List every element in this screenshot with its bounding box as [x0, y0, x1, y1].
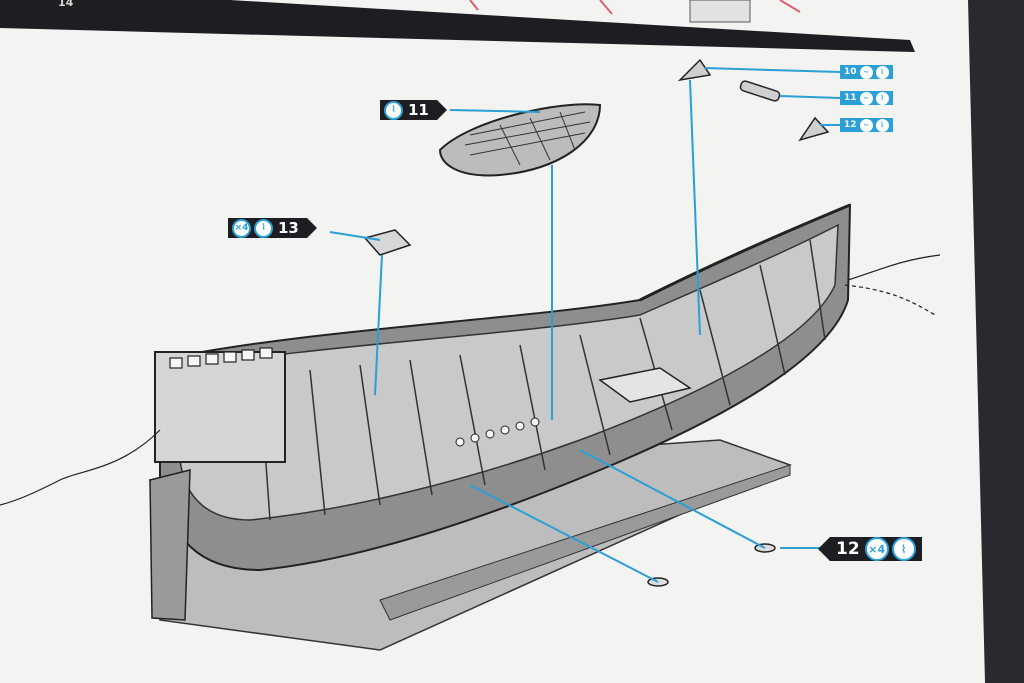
leader-lines [329, 67, 841, 583]
small-callout-11: 11 ~ ⌇ [840, 91, 893, 105]
callout-part-number: 11 [408, 101, 429, 119]
ship-deck [174, 223, 839, 521]
rigging-line-bow-dashed [844, 284, 936, 316]
gun-ports [455, 417, 540, 447]
callout-part-12: 12 ×4 ⌇ [818, 537, 922, 561]
rowboat-planks [464, 111, 591, 166]
stern-windows [169, 347, 273, 369]
glue-icon: ⌇ [875, 118, 889, 132]
small-part-10 [677, 58, 712, 82]
glue-icon: ⌇ [384, 100, 403, 120]
prev-diagram-remnant [689, 0, 751, 23]
header-band [0, 0, 915, 52]
rowboat-part [438, 103, 602, 177]
bow-rail [639, 203, 851, 302]
handwritten-marks [469, 0, 801, 15]
callout-part-number: 13 [278, 219, 299, 237]
callout-part-13: ×4 ⌇ 13 [228, 218, 317, 238]
brush-icon: ~ [859, 118, 873, 132]
glue-icon: ⌇ [875, 65, 889, 79]
stern-castle [154, 351, 286, 463]
quantity-badge: ×4 [232, 218, 251, 238]
small-callout-12: 12 ~ ⌇ [840, 118, 893, 132]
small-callout-number: 12 [844, 120, 857, 130]
deck-hatch [598, 367, 692, 403]
brush-icon: ~ [859, 91, 873, 105]
callout-part-number: 12 [836, 539, 860, 559]
glue-icon: ⌇ [875, 91, 889, 105]
rudder [149, 469, 191, 621]
glue-icon: ⌇ [254, 218, 273, 238]
hull-ribs [259, 239, 826, 521]
cleat-part [363, 229, 412, 256]
quantity-badge: ×4 [864, 537, 889, 561]
rigging-line-bow [847, 254, 941, 281]
callout-part-11: ⌇ 11 [380, 100, 447, 120]
small-callout-number: 10 [844, 67, 857, 77]
page-number: 14 [58, 0, 74, 9]
rigging-line-stern [0, 429, 161, 506]
small-callout-number: 11 [844, 93, 857, 103]
small-callout-10: 10 ~ ⌇ [840, 65, 893, 79]
stand-edge [379, 464, 791, 621]
brush-icon: ~ [859, 65, 873, 79]
small-part-11 [739, 80, 781, 102]
glue-icon: ⌇ [891, 537, 916, 561]
